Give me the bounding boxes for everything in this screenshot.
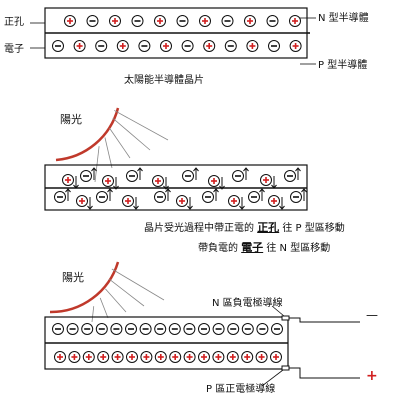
label-n-electrode: N 區負電極導線 <box>212 298 283 309</box>
caption-holes-pre: 晶片受光過程中帶正電的 <box>144 223 258 234</box>
caption-holes-line: 晶片受光過程中帶正電的 正孔 往 P 型區移動 <box>144 222 345 235</box>
chip2-arrow-15-head <box>187 205 193 210</box>
sun2-ray-0 <box>94 146 100 183</box>
caption-electrons-pre: 帶負電的 <box>198 243 242 254</box>
chip2-arrow-12-head <box>107 188 113 193</box>
n-electrode-pad <box>281 315 290 321</box>
chip2-arrow-17-head <box>239 205 245 210</box>
chip2-arrow-18-head <box>259 188 265 193</box>
n-wire <box>289 317 360 323</box>
chip2-arrow-20-head <box>301 188 307 193</box>
sun3-ray-4 <box>111 268 165 301</box>
terminal-plus: + <box>366 368 378 384</box>
chip2-arrow-13-head <box>133 205 139 210</box>
leader-n-electrode <box>271 305 285 317</box>
sun2-ray-1 <box>104 137 113 169</box>
sun3-ray-3 <box>109 278 145 307</box>
sun3-ray-1 <box>99 297 109 319</box>
sun2-ray-4 <box>114 110 169 141</box>
sun2-ray-3 <box>112 117 151 151</box>
leader-p-electrode <box>261 369 284 387</box>
sun-label-3: 陽光 <box>62 271 84 284</box>
chip2-arrow-7-head <box>243 167 249 172</box>
label-electron: 電子 <box>4 44 24 55</box>
chip2-arrow-9-head <box>295 167 301 172</box>
caption-electrons-key: 電子 <box>241 241 264 254</box>
chip2-arrow-8-head <box>271 184 277 189</box>
caption-holes-post: 往 P 型區移動 <box>279 223 345 234</box>
chip2-arrow-19-head <box>279 205 285 210</box>
sun-arc-2 <box>55 107 120 162</box>
sun-arc-3 <box>49 261 120 314</box>
chip2-arrow-6-head <box>219 185 225 190</box>
terminal-minus: — <box>366 308 378 322</box>
chip2-arrow-2-head <box>113 185 119 190</box>
label-n-type: N 型半導體 <box>318 13 369 24</box>
sun-label-2: 陽光 <box>60 113 82 126</box>
caption-chip: 太陽能半導體晶片 <box>124 75 204 86</box>
sun3-ray-2 <box>105 288 127 313</box>
caption-electrons-post: 往 N 型區移動 <box>263 243 331 254</box>
p-electrode-pad <box>281 365 290 371</box>
label-hole: 正孔 <box>4 17 24 28</box>
label-p-electrode: P 區正電極導線 <box>206 384 276 395</box>
p-wire <box>289 367 360 379</box>
chip2-arrow-11-head <box>87 205 93 210</box>
chip2-arrow-5-head <box>193 167 199 172</box>
chip2-arrow-14-head <box>165 188 171 193</box>
caption-electrons-line: 帶負電的 電子 往 N 型區移動 <box>198 242 330 255</box>
chip2-arrow-3-head <box>137 167 143 172</box>
sun2-ray-2 <box>109 127 131 159</box>
label-p-type: P 型半導體 <box>318 60 368 71</box>
chip2-arrow-1-head <box>91 167 97 172</box>
chip2-arrow-0-head <box>73 184 79 189</box>
sun3-ray-0 <box>91 306 95 323</box>
chip2-arrow-16-head <box>213 188 219 193</box>
chip2-arrow-4-head <box>163 185 169 190</box>
caption-holes-key: 正孔 <box>257 221 280 234</box>
chip2-arrow-10-head <box>65 188 71 193</box>
